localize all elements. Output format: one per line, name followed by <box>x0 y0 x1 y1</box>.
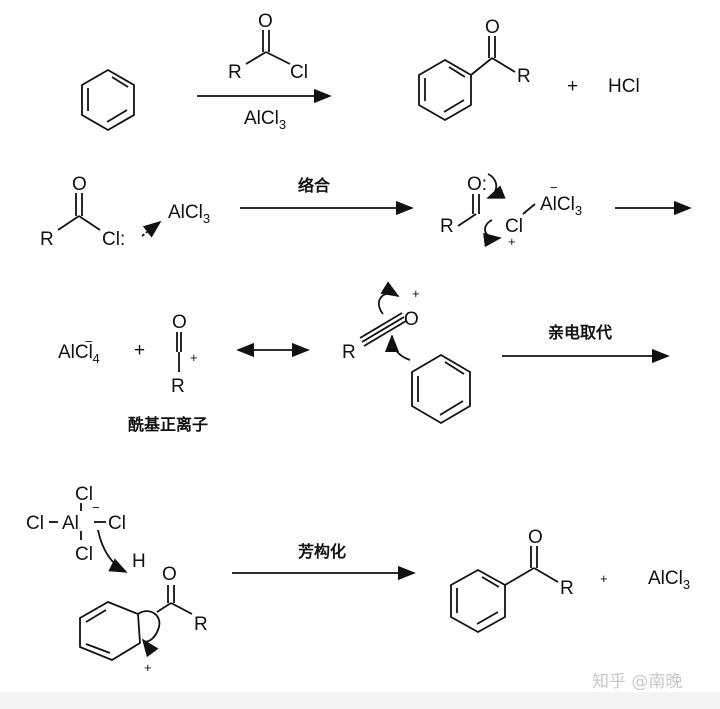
acylium-attack: R O + <box>342 281 471 425</box>
coordination-arrow <box>141 220 162 238</box>
ketone-product-1: O R <box>418 17 531 122</box>
catalyst-label: AlCl3 <box>244 108 286 132</box>
atom-r: R <box>194 614 208 635</box>
atom-cl: Cl <box>505 216 523 237</box>
plus-sign: + <box>600 571 608 586</box>
atom-cl: Cl <box>75 544 93 565</box>
atom-cl: Cl <box>108 513 126 534</box>
atom-r: R <box>440 216 454 237</box>
atom-o: O <box>162 564 177 585</box>
alcl4-complex: Cl Cl Al Cl Cl − <box>26 484 128 573</box>
atom-cl: Cl <box>26 513 44 534</box>
minus-charge: − <box>92 500 100 515</box>
acyl-chloride: O R Cl: <box>40 174 125 250</box>
alcl3-regenerated: AlCl3 <box>648 568 690 592</box>
atom-r: R <box>342 342 356 363</box>
atom-o: O <box>72 174 87 195</box>
atom-r: R <box>40 229 54 250</box>
atom-cl: Cl <box>290 62 308 83</box>
ketone-product-2: O R <box>450 527 574 634</box>
atom-r: R <box>171 376 185 397</box>
lewis-acid: AlCl3 <box>168 202 210 226</box>
acylium-ion: O R + <box>171 312 198 397</box>
hcl-byproduct: HCl <box>608 76 640 97</box>
arrow-label-aromatization: 芳构化 <box>298 542 346 561</box>
plus-charge: + <box>508 234 516 249</box>
watermark: 知乎 @南晚 <box>592 672 682 692</box>
acylium-name: 酰基正离子 <box>128 415 208 434</box>
atom-al: Al <box>62 513 79 534</box>
plus-charge: + <box>144 660 152 675</box>
complex-intermediate: O: R Cl + − AlCl3 <box>440 173 582 249</box>
footer-strip <box>0 692 720 709</box>
alcl4-anion: AlCl−4 <box>58 334 100 366</box>
atom-o: O <box>485 17 500 38</box>
benzene-reactant <box>81 68 135 132</box>
plus-charge: + <box>412 286 420 301</box>
atom-r: R <box>228 62 242 83</box>
arrow-label-eas: 亲电取代 <box>548 323 612 342</box>
atom-h: H <box>132 551 146 572</box>
minus-charge: − <box>550 180 558 195</box>
plus-sign: + <box>567 76 578 97</box>
alcl3: AlCl3 <box>540 194 582 218</box>
atom-r: R <box>517 66 531 87</box>
arrow-label-complexation: 络合 <box>298 176 331 195</box>
atom-cl: Cl: <box>102 229 125 250</box>
sigma-complex: H O R + <box>79 551 208 675</box>
acyl-chloride-reagent: O R Cl <box>228 11 308 83</box>
atom-o: O: <box>467 174 487 195</box>
atom-o: O <box>258 11 273 32</box>
atom-o: O <box>528 527 543 548</box>
atom-o: O <box>404 309 419 330</box>
plus-sign: + <box>134 340 145 361</box>
atom-o: O <box>172 312 187 333</box>
atom-cl: Cl <box>75 484 93 505</box>
plus-charge: + <box>190 350 198 365</box>
atom-r: R <box>560 578 574 599</box>
